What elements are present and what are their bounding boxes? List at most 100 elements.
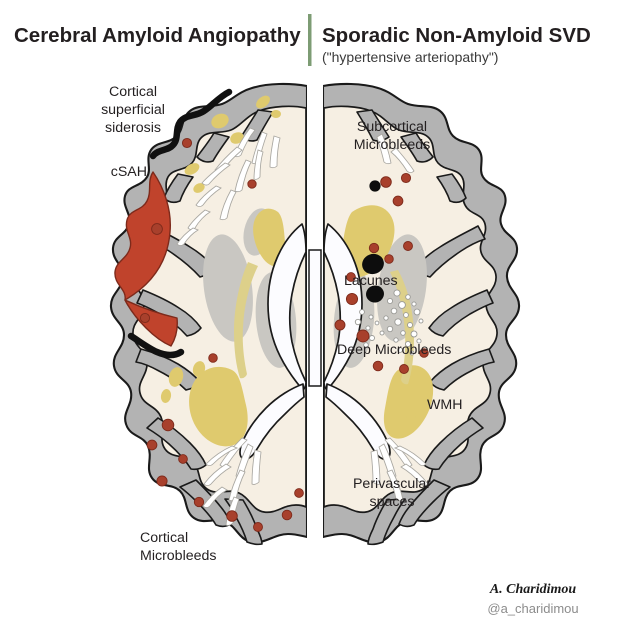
pvs-circle: [393, 337, 399, 343]
annotation-labels: Cortical superficial siderosis cSAH Subc…: [101, 84, 462, 564]
microbleed-subcortical: [403, 241, 413, 251]
pvs-circle: [354, 318, 362, 326]
microbleed-cortical: [146, 439, 158, 451]
microbleed-deep: [419, 348, 429, 358]
pvs-circle: [379, 330, 385, 336]
pvs-circle: [374, 320, 380, 326]
wmh-left-frontal-cap: [253, 208, 286, 267]
microbleed-cortical: [181, 137, 193, 149]
wmh-left-posterior: [189, 366, 248, 447]
pvs-circle: [413, 308, 421, 316]
cortical-superficial-siderosis: [127, 88, 233, 359]
microbleed-cortical: [208, 353, 218, 363]
pvs-circle: [409, 350, 415, 356]
pvs-right-occ-c: [370, 449, 381, 485]
pvs-circle: [386, 297, 394, 305]
sulcus-left-frontal-3: [163, 173, 194, 204]
label-cortical-superficial-siderosis-line2: superficial: [101, 102, 165, 118]
pvs-circle: [368, 314, 374, 320]
wmh-spot-right-1: [406, 410, 416, 424]
pvs-circle: [390, 307, 398, 315]
pvs-circle: [416, 338, 422, 344]
pvs-right-frontal-b: [390, 147, 415, 173]
microbleed-cortical: [226, 510, 238, 522]
label-cortical-superficial-siderosis-line3: siderosis: [105, 120, 161, 136]
sulcus-right-frontal-3: [436, 173, 467, 204]
microbleed-deep: [372, 360, 384, 372]
sulcus-right-temporal-1: [428, 289, 494, 337]
perivascular-spaces-linear: [176, 127, 429, 526]
label-cortical-microbleeds-line1: Cortical: [140, 530, 188, 546]
right-frontal-horn: [323, 223, 363, 391]
microbleed-subcortical: [384, 254, 394, 264]
microbleed-deep: [345, 292, 359, 306]
pvs-circle: [407, 322, 413, 328]
microbleed-subcortical: [400, 172, 412, 184]
pvs-circle: [400, 330, 406, 336]
wmh-spot-left-2: [230, 132, 244, 144]
microbleed-cortical: [151, 223, 163, 235]
internal-sulci: [135, 109, 495, 546]
microbleed-cortical: [247, 179, 257, 189]
convexity-subarachnoid-hemorrhage: [114, 171, 178, 347]
signature-handle: @a_charidimou: [487, 601, 578, 616]
label-cortical-superficial-siderosis-line1: Cortical: [109, 84, 157, 100]
header-right-title: Sporadic Non-Amyloid SVD: [322, 24, 591, 47]
cortical-microbleeds: [139, 137, 304, 532]
pvs-circle: [404, 340, 412, 348]
pvs-circle: [386, 325, 394, 333]
label-deep-microbleeds: Deep Microbleeds: [337, 342, 451, 358]
wmh-spot-left-4: [271, 110, 281, 118]
left-frontal-horn: [267, 223, 307, 391]
wmh-spot-left-1: [211, 113, 229, 129]
lacune-3: [366, 285, 384, 303]
header: Cerebral Amyloid Angiopathy Sporadic Non…: [14, 14, 591, 66]
header-left-title: Cerebral Amyloid Angiopathy: [14, 24, 301, 47]
pvs-circle: [418, 318, 424, 324]
pvs-circle: [359, 309, 365, 315]
pvs-left-occ-g: [202, 486, 228, 508]
signature-name: A. Charidimou: [489, 582, 577, 597]
label-csah: cSAH: [111, 164, 147, 180]
lacune-1: [369, 180, 381, 192]
microbleed-cortical: [178, 454, 188, 464]
pvs-circle: [405, 294, 411, 300]
csah-band: [114, 171, 172, 301]
pvs-circle: [398, 301, 406, 309]
lacunes: [362, 180, 384, 303]
brain-axial-section: Cortical superficial siderosis cSAH Subc…: [101, 82, 521, 564]
microbleed-deep: [346, 272, 356, 282]
pvs-right-occ-f: [386, 469, 404, 502]
microbleed-subcortical: [368, 242, 380, 254]
sulcus-right-occipital-2: [398, 479, 451, 528]
microbleed-subcortical: [380, 176, 392, 188]
microbleed-cortical: [281, 509, 293, 521]
third-ventricle: [308, 249, 322, 387]
microbleed-deep: [334, 319, 346, 331]
pvs-left-frontal-h: [219, 189, 237, 221]
sulcus-left-occipital-1: [146, 417, 207, 471]
pvs-circle: [411, 301, 417, 307]
sulcus-right-temporal-2: [429, 348, 495, 391]
label-subcortical-microbleeds-line2: Microbleeds: [354, 137, 431, 153]
pvs-circle: [410, 330, 418, 338]
pvs-circle: [369, 335, 375, 341]
pvs-circle: [383, 315, 389, 321]
wmh-spot-left-9: [160, 389, 172, 403]
microbleed-deep: [399, 364, 409, 374]
wmh-spot-left-6: [193, 183, 205, 193]
sulcus-left-frontal-2: [196, 132, 230, 163]
perivascular-spaces-basal-ganglia: [354, 289, 424, 356]
csah-band-2: [124, 299, 178, 347]
wmh-left-lateral-band: [234, 262, 258, 379]
label-lacunes: Lacunes: [344, 273, 398, 289]
pvs-left-occ-c: [251, 449, 262, 485]
header-divider: [308, 14, 312, 66]
wmh-spot-left-3: [256, 95, 270, 109]
wmh-spot-left-8: [192, 361, 206, 377]
label-perivascular-spaces-line1: Perivascular: [353, 476, 431, 492]
microbleed-cortical: [253, 522, 263, 532]
pvs-left-occ-e: [203, 463, 232, 486]
wmh-right-posterior: [383, 365, 434, 439]
